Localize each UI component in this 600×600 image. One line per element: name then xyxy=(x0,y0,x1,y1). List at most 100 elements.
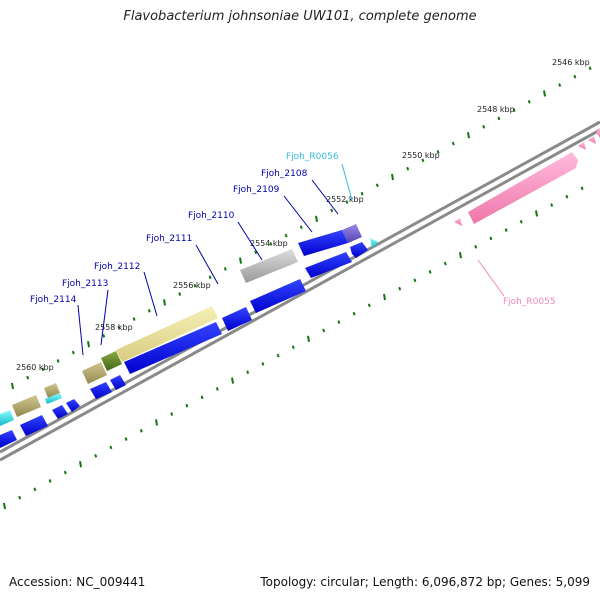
leader-2113 xyxy=(100,289,109,346)
major-tick xyxy=(467,132,470,139)
cds-arrow[interactable] xyxy=(0,430,17,448)
minor-tick xyxy=(497,116,501,121)
minor-tick xyxy=(56,359,60,363)
minor-tick xyxy=(527,99,531,104)
gene-label-2113[interactable]: Fjoh_2113 xyxy=(62,279,108,289)
minor-tick xyxy=(200,395,204,400)
minor-tick xyxy=(580,186,584,191)
cog-feature-2108[interactable] xyxy=(342,224,362,243)
minor-tick xyxy=(215,387,219,391)
leader-2111 xyxy=(195,244,219,285)
cds-arrow[interactable] xyxy=(52,405,68,419)
minor-tick xyxy=(63,470,67,475)
major-tick xyxy=(155,419,158,426)
minor-tick xyxy=(147,308,151,313)
cds-arrow[interactable] xyxy=(250,279,306,313)
cog-feature-cyan-1[interactable] xyxy=(0,410,14,426)
rna-feature[interactable] xyxy=(454,218,462,226)
rna-feature[interactable] xyxy=(588,136,596,144)
backbone-line-inner xyxy=(0,128,600,462)
cds-arrow[interactable] xyxy=(124,322,222,374)
cds-arrow[interactable] xyxy=(20,415,48,436)
gene-label-R0056[interactable]: Fjoh_R0056 xyxy=(286,152,339,162)
cog-feature-2110[interactable] xyxy=(240,249,298,283)
rna-feature-R0055[interactable] xyxy=(468,152,578,224)
minor-tick xyxy=(102,334,106,338)
gene-label-2111[interactable]: Fjoh_2111 xyxy=(146,234,192,244)
minor-tick xyxy=(512,108,516,112)
cog-feature-2113[interactable] xyxy=(101,351,122,371)
minor-tick xyxy=(246,370,250,375)
cog-feature-cyan-2[interactable] xyxy=(45,393,62,404)
cds-arrow[interactable] xyxy=(350,242,368,258)
minor-tick xyxy=(223,267,227,271)
minor-tick xyxy=(375,183,379,188)
cog-feature-olive-2[interactable] xyxy=(12,395,41,417)
minor-tick xyxy=(124,437,128,441)
major-tick xyxy=(535,210,538,217)
tick-label: 2552 kbp xyxy=(326,195,364,204)
minor-tick xyxy=(41,367,45,372)
major-tick xyxy=(163,299,166,306)
cog-feature-2112[interactable] xyxy=(116,306,218,362)
gene-label-2110[interactable]: Fjoh_2110 xyxy=(188,211,235,221)
minor-tick xyxy=(443,261,447,266)
rna-feature[interactable] xyxy=(578,142,586,150)
leader-2108 xyxy=(311,179,339,215)
summary-text: Topology: circular; Length: 6,096,872 bp… xyxy=(260,575,590,589)
minor-tick xyxy=(71,350,75,355)
minor-tick xyxy=(337,320,341,324)
cds-arrow[interactable] xyxy=(110,375,126,390)
minor-tick xyxy=(139,428,143,433)
leader-R0055 xyxy=(477,259,505,297)
gene-label-2108[interactable]: Fjoh_2108 xyxy=(261,169,308,179)
cog-feature-olive-3[interactable] xyxy=(44,383,60,398)
rna-feature[interactable] xyxy=(596,128,600,138)
cog-feature-2114[interactable] xyxy=(82,362,107,384)
minor-tick xyxy=(18,495,22,500)
major-tick xyxy=(231,377,234,384)
gene-label-2109[interactable]: Fjoh_2109 xyxy=(233,185,280,195)
minor-tick xyxy=(26,375,30,380)
minor-tick xyxy=(398,286,402,291)
minor-tick xyxy=(519,219,523,224)
minor-tick xyxy=(352,311,356,316)
cds-arrow[interactable] xyxy=(66,399,80,412)
minor-tick xyxy=(474,245,478,249)
outer-tick-track xyxy=(11,66,592,390)
minor-tick xyxy=(170,412,174,416)
minor-tick xyxy=(33,487,37,492)
minor-tick xyxy=(94,454,98,458)
minor-tick xyxy=(421,158,425,163)
minor-tick xyxy=(261,362,265,366)
cds-arrow[interactable] xyxy=(90,382,112,399)
major-tick xyxy=(543,90,546,97)
minor-tick xyxy=(178,292,182,296)
major-tick xyxy=(459,252,462,259)
cds-arrow[interactable] xyxy=(305,252,352,278)
major-tick xyxy=(315,215,318,222)
minor-tick xyxy=(132,317,136,321)
minor-tick xyxy=(284,233,288,238)
minor-tick xyxy=(330,208,334,213)
cog-feature-track xyxy=(0,224,362,426)
cog-feature-2109[interactable] xyxy=(298,230,348,256)
leader-2109 xyxy=(283,195,313,233)
cds-track xyxy=(0,242,368,448)
gene-label-2114[interactable]: Fjoh_2114 xyxy=(30,295,77,305)
tick-label: 2550 kbp xyxy=(402,151,440,160)
gene-label-2112[interactable]: Fjoh_2112 xyxy=(94,262,140,272)
rna-track xyxy=(454,128,600,226)
leader-lines xyxy=(77,163,505,356)
minor-tick xyxy=(565,194,569,199)
major-tick xyxy=(383,293,386,301)
gene-label-R0055[interactable]: Fjoh_R0055 xyxy=(503,297,556,307)
tick-labels: 2546 kbp 2548 kbp 2550 kbp 2552 kbp 2554… xyxy=(16,58,590,372)
minor-tick xyxy=(428,270,432,274)
leader-2110 xyxy=(237,221,263,261)
tick-label: 2560 kbp xyxy=(16,363,54,372)
cds-arrow[interactable] xyxy=(222,307,252,331)
trna-feature-R0056[interactable] xyxy=(370,238,378,248)
minor-tick xyxy=(413,278,417,283)
